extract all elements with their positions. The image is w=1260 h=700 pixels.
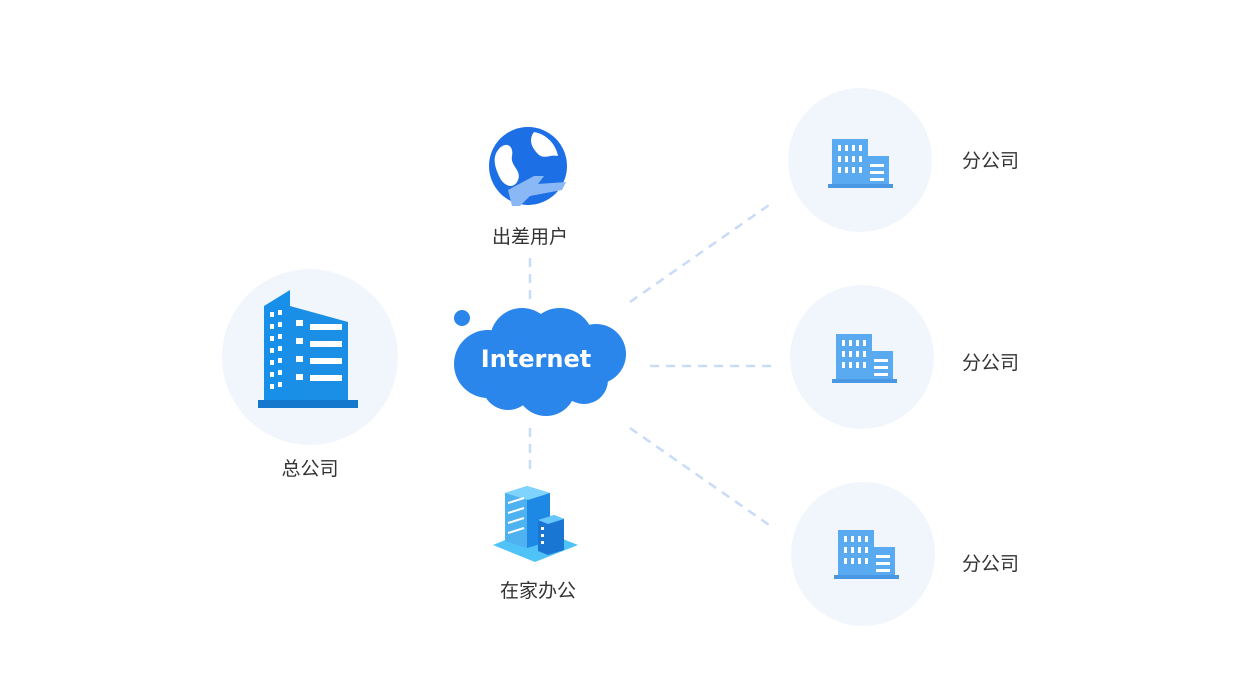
branch-node-2 [790, 285, 934, 429]
branch-label-3: 分公司 [962, 553, 1020, 575]
branch-label-1: 分公司 [962, 150, 1020, 172]
building-icon [834, 530, 899, 579]
internet-label: Internet [481, 345, 591, 373]
headquarters-node [222, 269, 398, 445]
connector-branch-1 [629, 201, 773, 304]
building-icon [828, 139, 893, 188]
internet-cloud: Internet [454, 308, 626, 416]
headquarters-label: 总公司 [281, 458, 339, 480]
travel-user-label: 出差用户 [491, 226, 568, 248]
building-icon [832, 334, 897, 383]
branch-node-3 [791, 482, 935, 626]
cloud-icon [454, 308, 626, 416]
server-stack-icon [493, 486, 578, 562]
globe-plane-icon [489, 127, 567, 206]
branch-node-1 [788, 88, 932, 232]
home-office-node [493, 486, 578, 562]
connector-branch-3 [629, 426, 773, 529]
connectors [528, 201, 773, 529]
home-office-label: 在家办公 [499, 580, 576, 602]
travel-user-node [489, 127, 567, 206]
branch-label-2: 分公司 [962, 352, 1020, 374]
office-tower-icon [258, 290, 358, 408]
